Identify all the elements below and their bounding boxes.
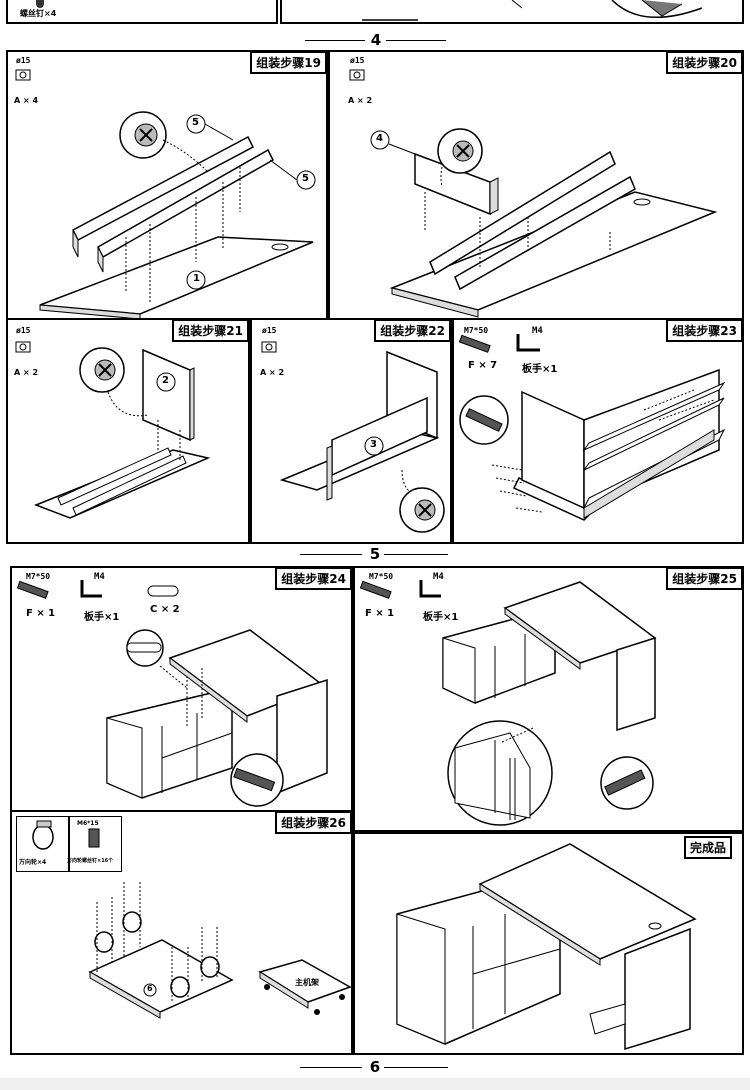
step-23-panel: 组装步骤23 M7*50 M4 F × 7 板手×1 bbox=[452, 318, 744, 544]
tray-label: 主机架 bbox=[295, 978, 319, 987]
step-20-drawing bbox=[349, 69, 718, 318]
step-24-label: 组装步骤24 bbox=[275, 568, 351, 590]
step-25-panel: 组装步骤25 M7*50 M4 F × 1 板手×1 bbox=[353, 566, 744, 832]
page-separator: 6 bbox=[0, 1058, 750, 1078]
step-21-panel: 组装步骤21 ø15 A × 2 2 bbox=[6, 318, 250, 544]
step-19-drawing bbox=[15, 69, 316, 318]
wrench-size-label: M4 bbox=[94, 572, 105, 582]
cam-lock-icon bbox=[261, 341, 277, 353]
callout-1: 1 bbox=[193, 273, 200, 284]
cam-lock-icon bbox=[349, 69, 365, 81]
step-20-label: 组装步骤20 bbox=[666, 52, 742, 74]
cam-size-label: ø15 bbox=[262, 326, 277, 335]
cam-size-label: ø15 bbox=[350, 56, 365, 65]
top-strip-left-cell: 螺丝钉×4 bbox=[6, 0, 278, 24]
step-22-drawing bbox=[261, 341, 445, 533]
top-strip-right-cell bbox=[280, 0, 744, 24]
cam-qty-label: A × 2 bbox=[260, 368, 285, 377]
bolt-icon bbox=[88, 828, 100, 848]
step-24-drawing bbox=[16, 580, 328, 807]
wrench-qty-label: 板手×1 bbox=[84, 612, 120, 623]
step-19-panel: 组装步骤19 ø15 A × 4 5 bbox=[6, 50, 328, 320]
cam-lock-icon bbox=[15, 341, 31, 353]
step-19-label: 组装步骤19 bbox=[250, 52, 326, 74]
screw-count-label: 螺丝钉×4 bbox=[20, 9, 57, 18]
cam-qty-label: A × 2 bbox=[14, 368, 39, 377]
screw-icon bbox=[458, 334, 491, 353]
step-24-panel: 组装步骤24 M7*50 M4 F × 1 板手×1 C × 2 bbox=[10, 566, 353, 812]
step-21-label: 组装步骤21 bbox=[172, 320, 248, 342]
screw-size-label: M7*50 bbox=[369, 572, 394, 581]
page-separator: 4 bbox=[0, 31, 750, 51]
page-number: 4 bbox=[370, 31, 382, 49]
caster-qty-label: 万向轮×4 bbox=[19, 859, 47, 866]
top-strip: 螺丝钉×4 bbox=[0, 0, 750, 26]
step-23-label: 组装步骤23 bbox=[666, 320, 742, 342]
wrench-size-label: M4 bbox=[532, 326, 543, 336]
wrench-size-label: M4 bbox=[433, 572, 444, 582]
cam-qty-label: A × 2 bbox=[348, 96, 373, 105]
step-20-panel: 组装步骤20 ø15 A × 2 4 bbox=[328, 50, 744, 320]
screw-size-label: M7*50 bbox=[26, 572, 51, 581]
screw-icon bbox=[36, 0, 44, 8]
wrench-icon bbox=[516, 334, 540, 352]
bolt-size-label: M6*15 bbox=[77, 820, 99, 827]
step-26-label: 组装步骤26 bbox=[275, 812, 351, 834]
wrench-icon bbox=[80, 580, 102, 598]
page-separator: 5 bbox=[0, 545, 750, 565]
cam-lock-icon bbox=[15, 69, 31, 81]
caster-part-box: 万向轮×4 bbox=[16, 816, 70, 872]
bolt-part-box: M6*15 万向轮螺丝钉×16个 bbox=[67, 816, 122, 872]
step-22-label: 组装步骤22 bbox=[374, 320, 450, 342]
dowel-icon bbox=[147, 585, 179, 597]
callout-2: 2 bbox=[162, 375, 169, 386]
partial-drawing bbox=[362, 0, 703, 21]
finished-label: 完成品 bbox=[683, 836, 732, 859]
screw-size-label: M7*50 bbox=[464, 326, 489, 335]
step-26-panel: 组装步骤26 万向轮×4 M6*15 万向轮螺丝钉×16个 bbox=[10, 810, 353, 1055]
step-21-drawing bbox=[15, 341, 211, 519]
callout-5a: 5 bbox=[192, 117, 199, 128]
page-bottom-gap bbox=[0, 1078, 750, 1090]
step-25-label: 组装步骤25 bbox=[666, 568, 742, 590]
step-26-drawing bbox=[88, 882, 351, 1019]
page-number: 5 bbox=[369, 545, 381, 563]
step-23-drawing bbox=[458, 334, 726, 521]
wrench-qty-label: 板手×1 bbox=[522, 364, 558, 375]
page-number: 6 bbox=[369, 1058, 381, 1076]
screw-icon bbox=[359, 580, 392, 599]
screw-icon bbox=[16, 580, 49, 599]
cam-size-label: ø15 bbox=[16, 326, 31, 335]
callout-4: 4 bbox=[376, 133, 383, 144]
finished-panel: 完成品 bbox=[353, 832, 744, 1055]
screw-qty-label: F × 1 bbox=[26, 608, 56, 619]
screw-qty-label: F × 7 bbox=[468, 360, 498, 371]
cam-size-label: ø15 bbox=[16, 56, 31, 65]
wrench-qty-label: 板手×1 bbox=[423, 612, 459, 623]
step-22-panel: 组装步骤22 ø15 A × 2 3 bbox=[250, 318, 452, 544]
screw-qty-label: F × 1 bbox=[365, 608, 395, 619]
bolt-qty-label: 万向轮螺丝钉×16个 bbox=[67, 858, 114, 864]
callout-6: 6 bbox=[147, 984, 153, 993]
wrench-icon bbox=[419, 580, 441, 598]
step-25-drawing bbox=[359, 580, 657, 826]
dowel-qty-label: C × 2 bbox=[150, 604, 180, 615]
finished-drawing bbox=[396, 843, 697, 1051]
cam-qty-label: A × 4 bbox=[14, 96, 39, 105]
callout-5b: 5 bbox=[302, 173, 309, 184]
callout-3: 3 bbox=[370, 439, 377, 450]
